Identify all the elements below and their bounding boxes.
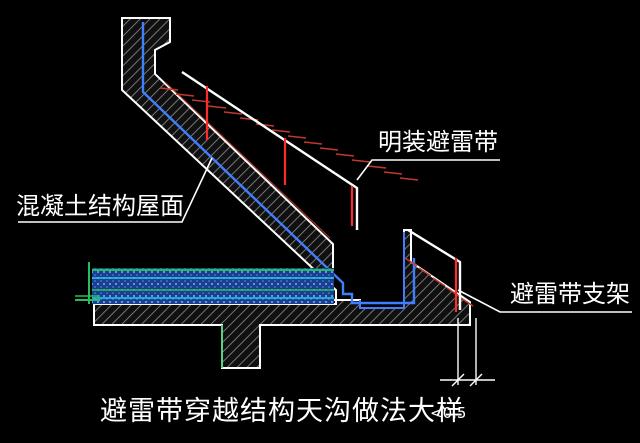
- floor-layers: [75, 262, 334, 304]
- dimension-marks: [440, 318, 495, 387]
- roof-tiles: [159, 81, 474, 307]
- strip-brackets: [205, 86, 458, 312]
- dimension-label: <0.5: [430, 404, 466, 422]
- waterproof-layer: [141, 22, 416, 305]
- lightning-strip: [181, 70, 359, 230]
- lightning-strip-right: [407, 228, 462, 310]
- roof-label: 混凝土结构屋面: [16, 192, 184, 220]
- waterproof-layer-gutter: [359, 232, 405, 309]
- drawing-title: 避雷带穿越结构天沟做法大样: [100, 396, 464, 427]
- bracket-label: 避雷带支架: [510, 280, 630, 308]
- leader-lines: [18, 157, 632, 313]
- strip-label: 明装避雷带: [378, 128, 498, 156]
